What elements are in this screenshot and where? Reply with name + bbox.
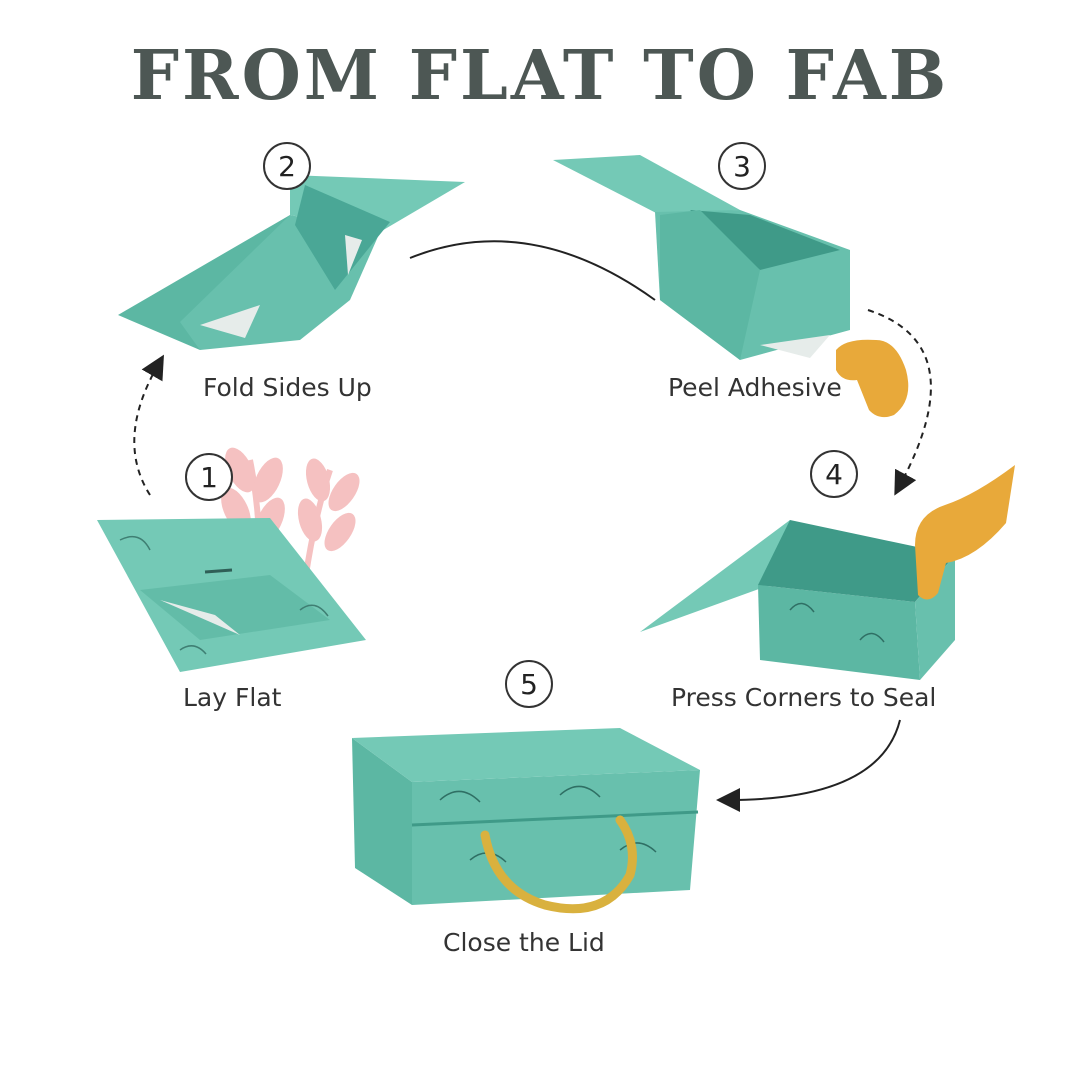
step-4-press-corners-illustration (640, 520, 955, 680)
step-label-3: Peel Adhesive (668, 373, 842, 402)
step-number-2: 2 (263, 142, 311, 190)
arrow-step2-to-step3 (409, 240, 656, 301)
step-label-5: Close the Lid (443, 928, 605, 957)
arrow-step1-to-step2 (133, 354, 164, 496)
step-label-1: Lay Flat (183, 683, 282, 712)
step-number-5: 5 (505, 660, 553, 708)
step-label-2: Fold Sides Up (203, 373, 372, 402)
step-1-flat-box-illustration (97, 518, 366, 672)
page-title: FROM FLAT TO FAB (130, 36, 950, 116)
step-5-closed-box-illustration (352, 728, 700, 905)
hand-icon (915, 465, 1015, 600)
arrow-step4-to-step5 (716, 719, 901, 812)
step-number-3: 3 (718, 142, 766, 190)
step-3-peel-adhesive-illustration (553, 155, 850, 360)
step-label-4: Press Corners to Seal (671, 683, 937, 712)
rope-handle-icon (480, 815, 637, 914)
step-2-folded-sides-illustration (118, 175, 465, 350)
hand-icon (836, 339, 909, 418)
arrow-step3-to-step4 (867, 309, 932, 496)
step-number-1: 1 (185, 453, 233, 501)
step-number-4: 4 (810, 450, 858, 498)
